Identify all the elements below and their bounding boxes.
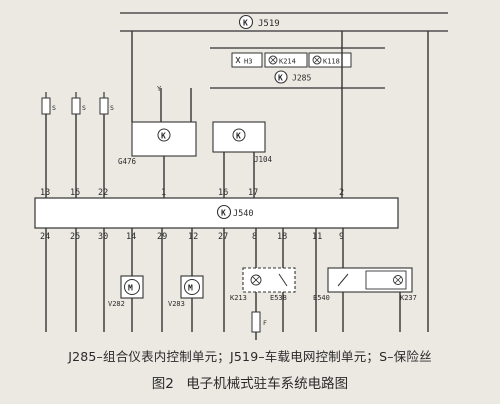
svg-text:K: K (278, 74, 283, 83)
pin-30: 30 (98, 232, 108, 242)
svg-text:M: M (188, 284, 193, 293)
svg-text:K: K (221, 209, 226, 218)
switch-block-e540: E540 K237 (313, 267, 417, 302)
svg-text:M: M (128, 284, 133, 293)
ground-mark: Y (157, 85, 162, 93)
fuse-1-label: S (52, 104, 56, 112)
pins-top: 13 15 22 1 16 17 2 (40, 188, 344, 198)
pin-25: 25 (70, 232, 80, 242)
pin-8: 8 (252, 232, 257, 242)
figure-number: 图2 (151, 376, 174, 392)
fuse-bottom-label: F (263, 319, 267, 327)
figure-legend: J285–组合仪表内控制单元；J519–车载电网控制单元；S–保险丝 (68, 349, 432, 364)
fuse-2-label: S (82, 104, 86, 112)
indicator-k118-label: K118 (323, 58, 340, 66)
j104-module: K J104 (212, 121, 273, 164)
g476-module: K G476 (118, 121, 197, 166)
svg-text:K: K (161, 132, 166, 141)
pin-18: 18 (277, 232, 287, 242)
pin-11: 11 (312, 232, 322, 242)
v282-label: V282 (108, 300, 125, 308)
pin-13: 13 (40, 188, 50, 198)
motor-v283: M V283 (168, 275, 204, 308)
svg-text:K: K (236, 132, 241, 141)
j540-module: K J540 (34, 197, 399, 229)
svg-text:K: K (243, 19, 248, 28)
figure-title: 电子机械式驻车系统电路图 (186, 376, 349, 392)
upper-wiring (45, 31, 429, 290)
pin-14: 14 (126, 232, 136, 242)
fuse-1: S (41, 92, 56, 115)
fuse-3: S (99, 92, 114, 115)
e540-label: E540 (313, 294, 330, 302)
j519-label: J519 (258, 19, 280, 29)
ground-mark-label: Y (157, 85, 162, 93)
k237-label: K237 (400, 294, 417, 302)
k213-label: K213 (230, 294, 247, 302)
lower-wiring (45, 228, 429, 340)
motor-v282: M V282 (108, 275, 144, 308)
fuse-bottom: F (251, 311, 267, 333)
pin-16: 16 (218, 188, 228, 198)
e538-label: E538 (270, 294, 287, 302)
j285-label: J285 (292, 74, 311, 83)
pin-22: 22 (98, 188, 108, 198)
circuit-diagram: K J519 H3 K214 K118 K J285 K J540 K G476 (34, 12, 448, 340)
pin-15: 15 (70, 188, 80, 198)
g476-label: G476 (118, 157, 137, 166)
j104-label: J104 (254, 155, 273, 164)
fuse-3-label: S (110, 104, 114, 112)
v283-label: V283 (168, 300, 185, 308)
pin-1: 1 (161, 188, 166, 198)
pin-17: 17 (248, 188, 258, 198)
indicator-k214-label: K214 (279, 58, 296, 66)
figure-caption: 图2 电子机械式驻车系统电路图 (0, 372, 500, 392)
pin-27: 27 (218, 232, 228, 242)
fuse-2: S (71, 92, 86, 115)
j519-module: K J519 (120, 12, 448, 32)
indicator-h3-label: H3 (244, 58, 252, 66)
pin-24: 24 (40, 232, 50, 242)
pin-12: 12 (188, 232, 198, 242)
pin-9: 9 (339, 232, 344, 242)
j540-label: J540 (233, 209, 253, 219)
pin-2: 2 (339, 188, 344, 198)
switch-block-e538: K213 E538 (230, 267, 296, 302)
j285-module: H3 K214 K118 K J285 (210, 47, 385, 89)
